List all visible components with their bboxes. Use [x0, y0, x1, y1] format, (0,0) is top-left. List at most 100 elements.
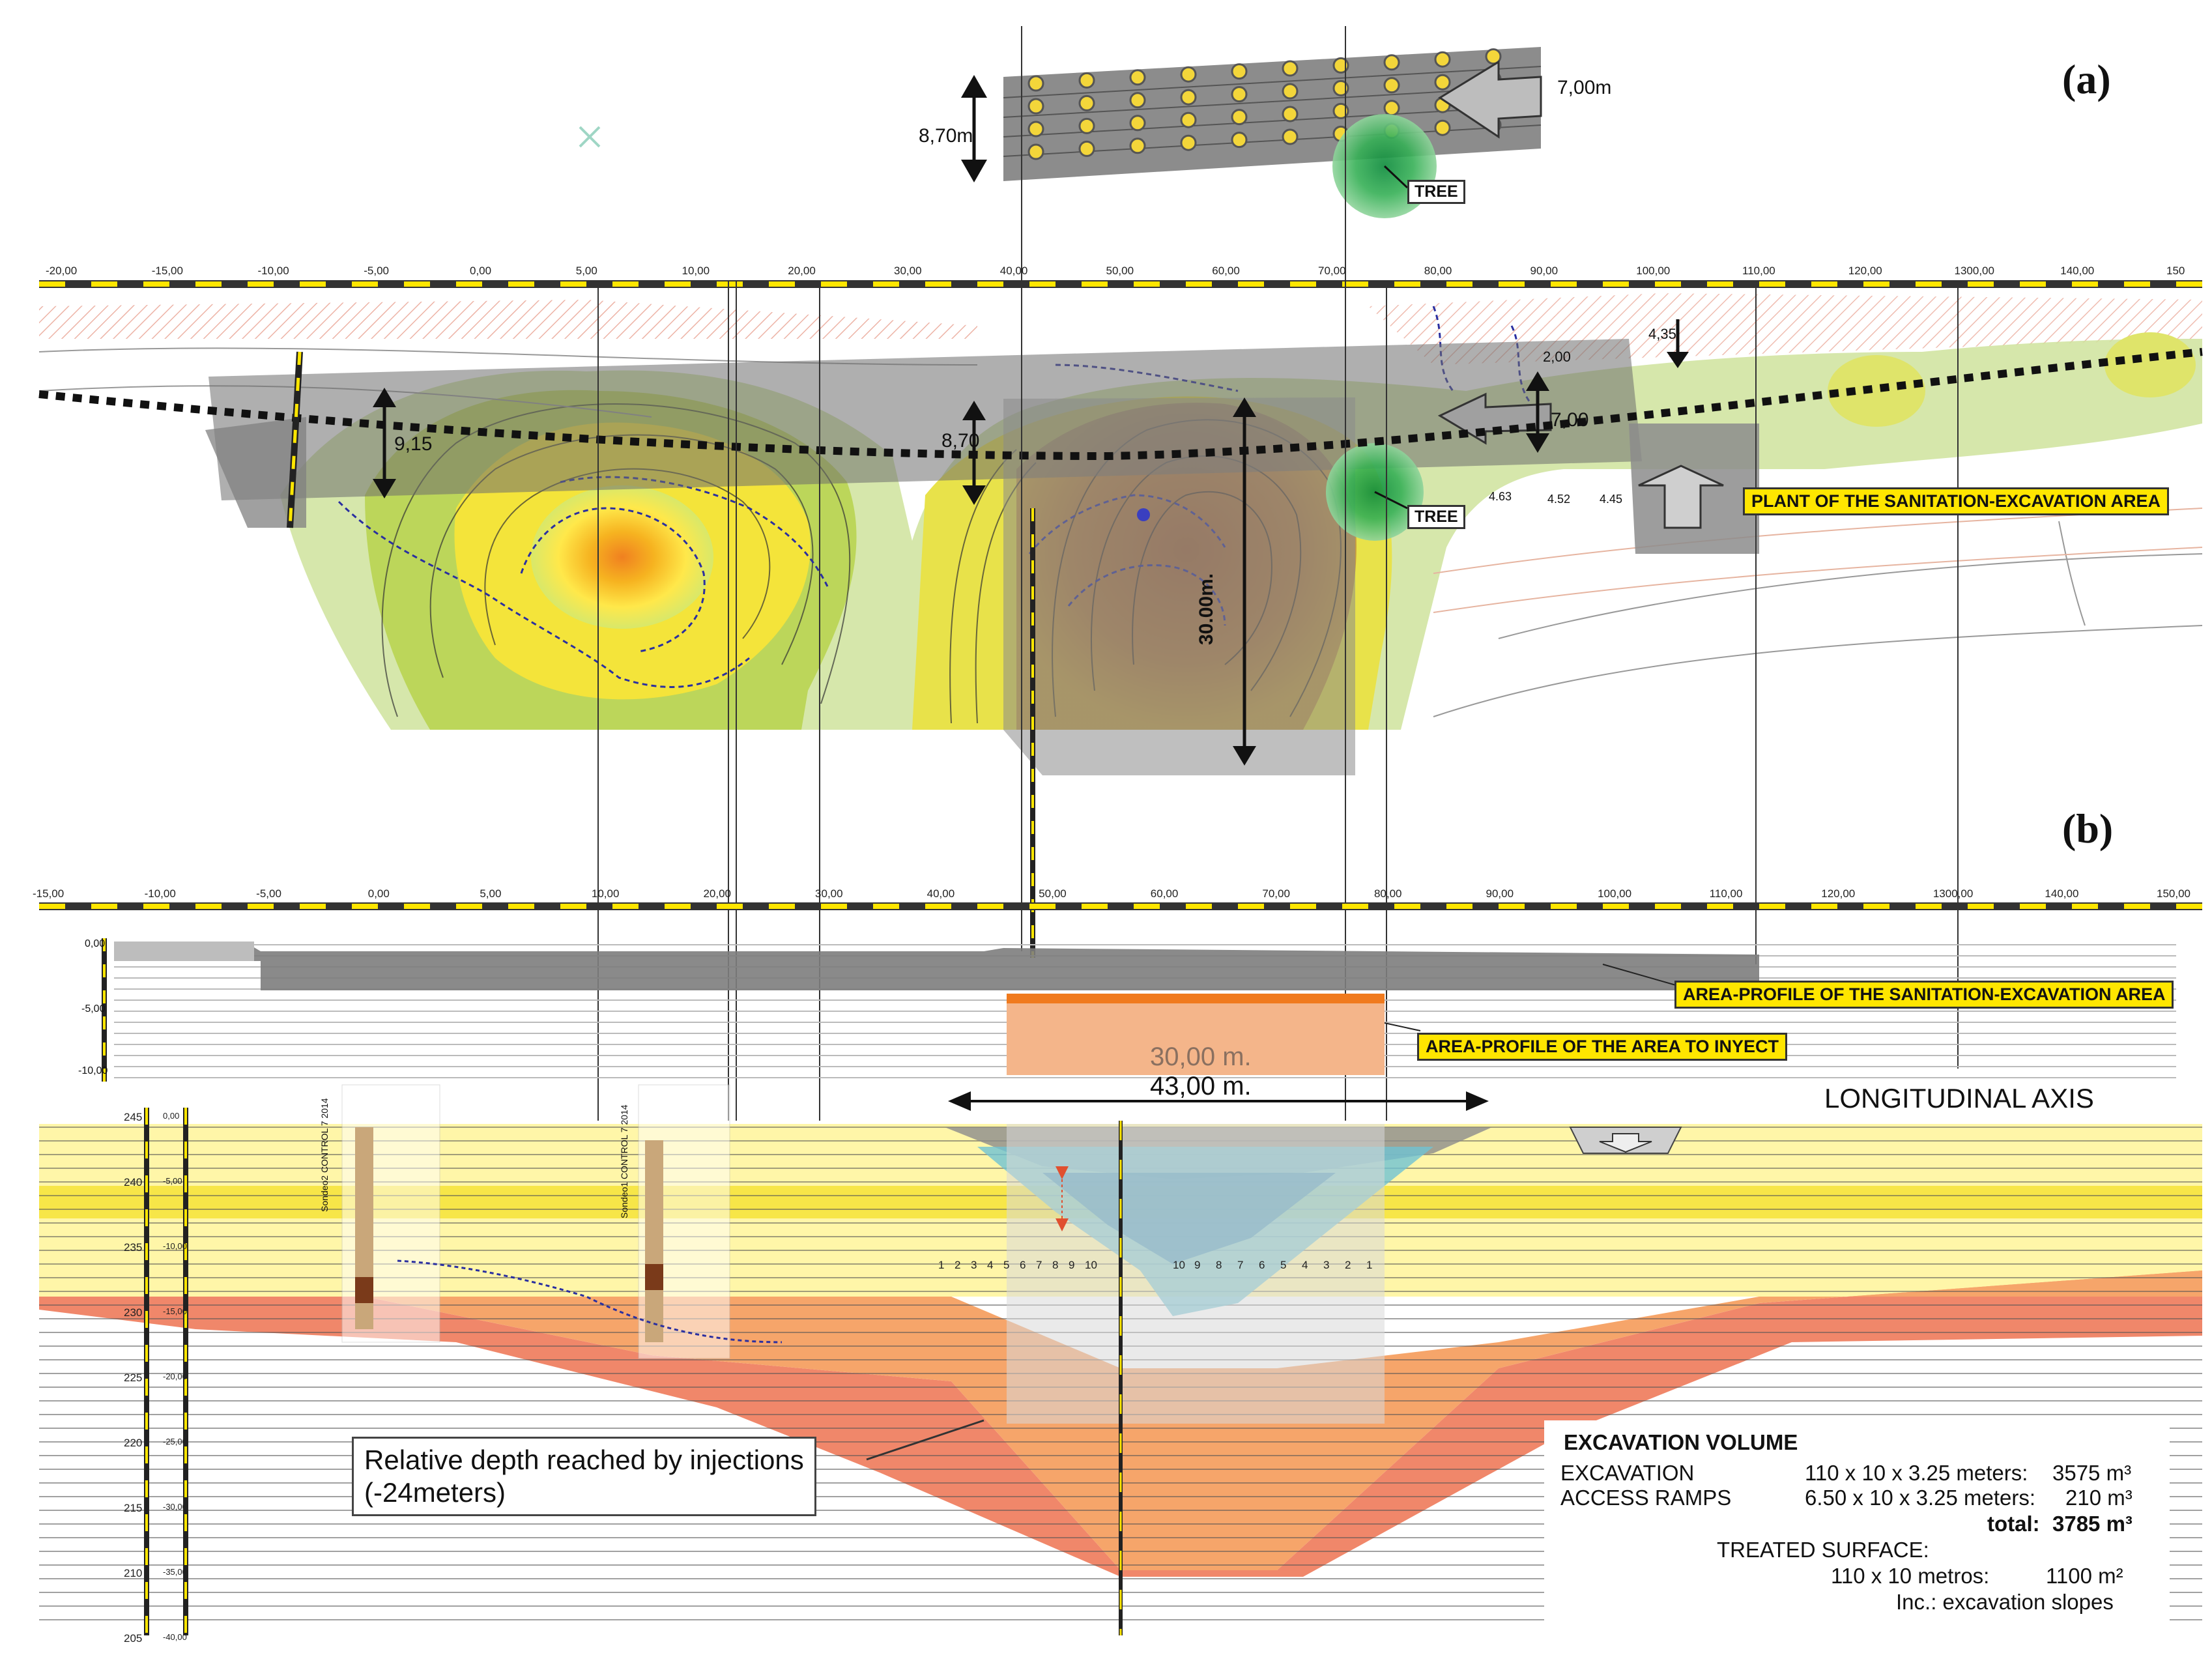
profile-depth-2: -10,00	[78, 1065, 108, 1076]
dim-depth: 30.00m.	[1196, 573, 1217, 645]
injection-number: 8	[1216, 1259, 1222, 1271]
row-2-calc: 6.50 x 10 x 3.25 meters:	[1805, 1486, 2036, 1510]
injection-number: 7	[1237, 1259, 1244, 1271]
depth-mark-label: -10,00	[163, 1241, 187, 1251]
panel-a-label: (a)	[2062, 56, 2111, 102]
profile-depth-1: -5,00	[81, 1003, 106, 1014]
row-1-label: EXCAVATION	[1560, 1461, 1695, 1485]
injection-number: 10	[1173, 1259, 1185, 1271]
injection-point	[1129, 69, 1146, 86]
injection-point	[1485, 48, 1502, 65]
ruler-tick-label: 80,00	[1373, 887, 1402, 900]
plant-label: PLANT OF THE SANITATION-EXCAVATION AREA	[1743, 487, 2169, 515]
treated-value: 1100 m²	[2046, 1564, 2123, 1588]
ruler-tick-label: -5,00	[256, 887, 281, 900]
elevation-label: 205	[124, 1632, 143, 1645]
depth-mark-label: -25,00	[163, 1437, 187, 1446]
value-1: 4.63	[1489, 490, 1512, 503]
ruler-tick-label: -15,00	[151, 265, 183, 277]
dim-small-1: 2,00	[1543, 349, 1571, 365]
depth-mark-label: -15,00	[163, 1306, 187, 1316]
injection-point	[1027, 143, 1044, 160]
ruler-tick-label: 0,00	[470, 265, 492, 277]
injection-number: 6	[1259, 1259, 1265, 1271]
value-2: 4.52	[1547, 493, 1571, 506]
ruler-tick-label: 100,00	[1636, 265, 1671, 277]
depth-mark-label: -20,00	[163, 1372, 187, 1381]
dim-left: 9,15	[394, 433, 433, 455]
elevation-label: 220	[124, 1437, 143, 1449]
ruler-tick-label: -10,00	[257, 265, 289, 277]
injection-point	[1383, 100, 1400, 117]
depth-mark-label: 0,00	[163, 1111, 180, 1121]
injection-point	[1078, 140, 1095, 157]
volume-title: EXCAVATION VOLUME	[1564, 1430, 1798, 1454]
injection-point	[1434, 74, 1451, 91]
ruler-tick-label: 20,00	[703, 887, 732, 900]
ruler-tick-label: 10,00	[591, 887, 620, 900]
profile-depth-0: 0,00	[85, 938, 106, 949]
ruler-tick-label: 110,00	[1709, 887, 1743, 900]
injection-number: 9	[1069, 1259, 1075, 1271]
row-1-calc: 110 x 10 x 3.25 meters:	[1805, 1461, 2028, 1485]
depth-callout: Relative depth reached by injections (-2…	[352, 1437, 816, 1516]
ruler-tick-label: 70,00	[1262, 887, 1290, 900]
dim-right: 7,00	[1551, 409, 1589, 431]
injection-point	[1129, 92, 1146, 109]
injection-number: 4	[1302, 1259, 1308, 1271]
injection-point	[1180, 134, 1197, 151]
depth-mark-label: -30,00	[163, 1502, 187, 1512]
dim-width-top: 7,00m	[1557, 77, 1612, 98]
dim-height-top: 8,70m	[919, 125, 973, 147]
ruler-tick-label: 1300,00	[1932, 887, 1974, 900]
borehole-1-label: Sondeo1 CONTROL 7 2014	[619, 1104, 629, 1218]
ruler-tick-label: 120,00	[1821, 887, 1856, 900]
ruler-tick-label: 50,00	[1106, 265, 1134, 277]
injection-point	[1332, 79, 1349, 96]
injection-point	[1231, 63, 1248, 80]
longitudinal-axis-label: LONGITUDINAL AXIS	[1824, 1083, 2094, 1114]
injection-point	[1434, 51, 1451, 68]
ruler-tick-label: 50,00	[1039, 887, 1067, 900]
excavation-profile-label: AREA-PROFILE OF THE SANITATION-EXCAVATIO…	[1674, 981, 2174, 1009]
elevation-label: 215	[124, 1502, 143, 1514]
injection-point	[1282, 83, 1299, 100]
plan-map	[38, 288, 2203, 775]
ruler-tick-label: 30,00	[815, 887, 843, 900]
elevation-label: 240	[124, 1176, 143, 1188]
ruler-tick-label: 150	[2166, 265, 2185, 277]
row-2-value: 210 m³	[2065, 1486, 2133, 1510]
injection-point	[1332, 102, 1349, 119]
dim-mid: 8,70	[941, 430, 980, 452]
borehole-2-label: Sondeo2 CONTROL 7 2014	[319, 1098, 330, 1212]
ruler-tick-label: 140,00	[2060, 265, 2095, 277]
injection-point	[1078, 72, 1095, 89]
ruler-tick-label: 90,00	[1530, 265, 1558, 277]
injection-point	[1027, 75, 1044, 92]
injection-point	[1231, 86, 1248, 103]
value-3: 4.45	[1600, 493, 1623, 506]
ruler-tick-label: 20,00	[788, 265, 816, 277]
injection-number: 2	[955, 1259, 961, 1271]
tree-label-top: TREE	[1407, 180, 1465, 204]
ruler-tick-label: 30,00	[894, 265, 922, 277]
ruler-tick-label: 5,00	[480, 887, 502, 900]
injection-point	[1180, 66, 1197, 83]
injection-number: 3	[1323, 1259, 1330, 1271]
treated-note: Inc.: excavation slopes	[1896, 1590, 2114, 1614]
ruler-tick-label: 120,00	[1848, 265, 1882, 277]
injection-number: 4	[987, 1259, 994, 1271]
injection-point	[1129, 137, 1146, 154]
tree-label-mid: TREE	[1407, 505, 1465, 529]
ruler-tick-label: 10,00	[682, 265, 710, 277]
injection-point	[1282, 106, 1299, 122]
injection-point	[1180, 89, 1197, 106]
elevation-label: 225	[124, 1372, 143, 1384]
injection-point	[1383, 77, 1400, 94]
injection-number: 2	[1345, 1259, 1351, 1271]
ruler-tick-label: 40,00	[999, 265, 1028, 277]
injection-point	[1231, 109, 1248, 126]
ruler-tick-label: 150,00	[2157, 887, 2190, 900]
row-1-value: 3575 m³	[2052, 1461, 2132, 1485]
